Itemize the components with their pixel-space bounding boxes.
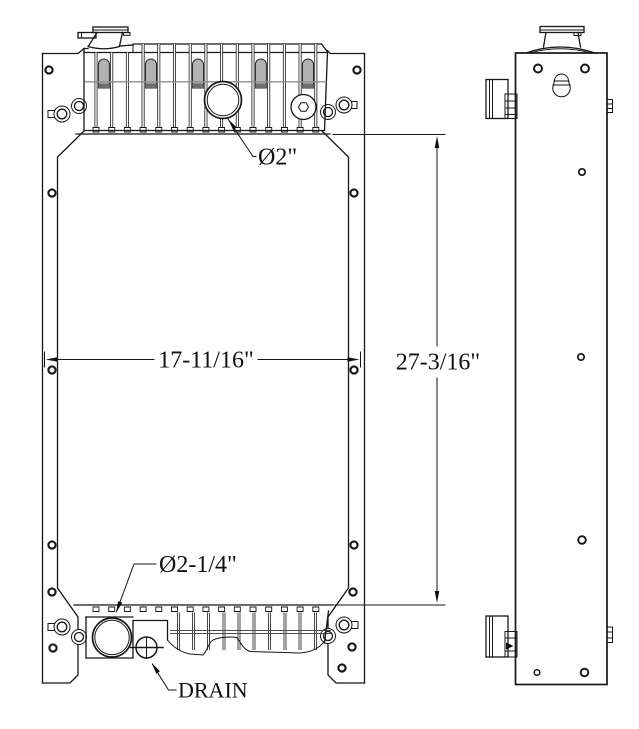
bracket-fasteners-right-bottom	[320, 616, 359, 644]
mounting-bracket-left	[41, 47, 87, 684]
label-drain: DRAIN	[178, 678, 248, 703]
label-inlet-diameter: Ø2"	[258, 145, 297, 171]
top-tank	[77, 26, 329, 133]
label-outlet-diameter: Ø2-1/4"	[159, 552, 237, 578]
side-bracket-bottom	[485, 615, 518, 658]
callout-inlet: Ø2"	[227, 118, 297, 171]
core-outline	[73, 133, 333, 606]
mounting-bracket-right	[320, 49, 366, 684]
drain-valve	[129, 636, 164, 659]
filler-neck	[87, 26, 131, 50]
callout-drain: DRAIN	[151, 662, 248, 703]
side-view	[485, 25, 613, 686]
side-body	[514, 52, 608, 686]
bracket-fasteners-left-bottom	[47, 618, 87, 645]
label-core-width: 17-11/16"	[158, 348, 254, 374]
inlet-port-circle	[203, 80, 243, 120]
bracket-fasteners-left-top	[47, 98, 87, 123]
bracket-fasteners-right-top	[320, 96, 358, 120]
dimension-width: 17-11/16"	[44, 348, 361, 374]
callout-outlet: Ø2-1/4"	[115, 552, 237, 613]
side-tab-top	[606, 99, 613, 113]
keyhole-emboss	[552, 73, 571, 98]
bottom-tank-lower-edge	[166, 636, 326, 656]
tank-slots	[97, 58, 314, 89]
front-view: Ø2" Ø2-1/4" DRAIN 17-11/16"	[41, 26, 366, 703]
side-holes	[533, 63, 590, 678]
side-bracket-top	[485, 78, 518, 120]
label-overall-height: 27-3/16"	[396, 350, 480, 376]
tank-ribs	[92, 44, 320, 133]
side-tank-dome	[525, 46, 596, 54]
side-tab-bottom	[606, 626, 613, 643]
bottom-tank-ribs	[177, 612, 317, 650]
outlet-port-circle	[91, 617, 133, 658]
bottom-tank	[85, 606, 331, 659]
side-filler-neck	[539, 25, 585, 48]
sensor-boss	[290, 93, 317, 121]
overflow-tube	[77, 31, 97, 39]
bracket-holes-left	[44, 65, 58, 653]
bracket-holes-right	[337, 65, 362, 673]
dimension-height: 27-3/16"	[332, 134, 480, 606]
